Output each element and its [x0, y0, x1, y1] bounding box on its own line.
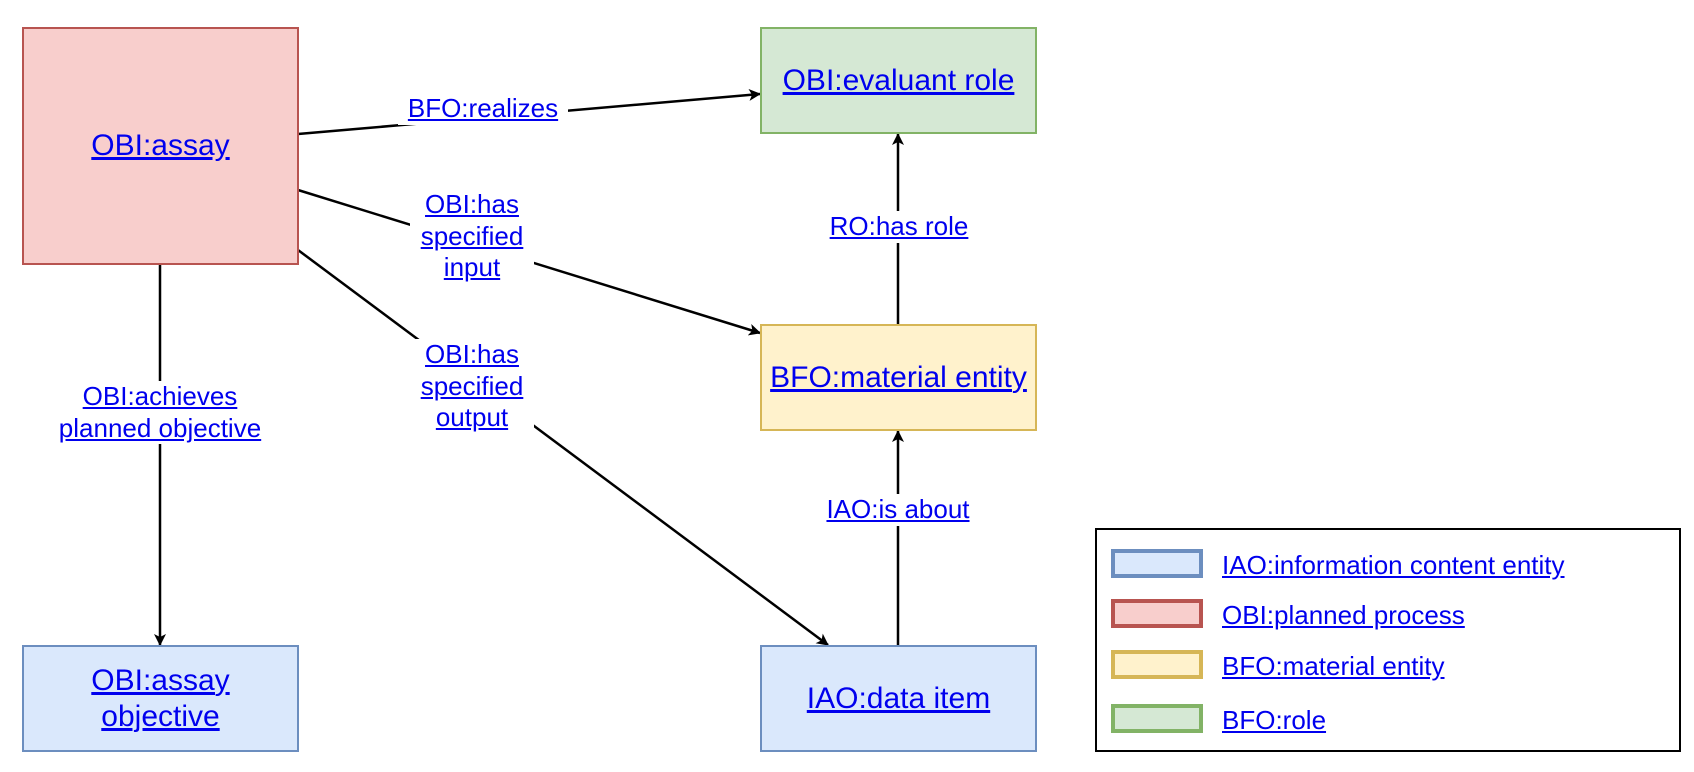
assay-objective-line1: OBI:assay: [91, 663, 230, 697]
edge-label-has-specified-output: OBI:has specified output: [410, 339, 534, 435]
legend-swatch-material: [1111, 650, 1203, 679]
input-line2: specified: [420, 220, 524, 251]
input-line1: OBI:has: [425, 189, 519, 219]
legend-label-process: OBI:planned process: [1222, 602, 1465, 628]
assay-objective-line2: objective: [101, 699, 220, 733]
legend-swatch-process: [1111, 599, 1203, 628]
legend-label-role: BFO:role: [1222, 707, 1326, 733]
has-specified-output-link[interactable]: OBI:has specified output: [421, 339, 524, 432]
legend-swatch-ice: [1111, 549, 1203, 578]
legend-swatch-role: [1111, 704, 1203, 733]
evaluant-role-link[interactable]: OBI:evaluant role: [782, 63, 1015, 97]
output-line2: specified: [420, 370, 524, 401]
node-material-entity: BFO:material entity: [760, 324, 1037, 431]
data-item-link[interactable]: IAO:data item: [806, 681, 991, 715]
achieves-planned-objective-link[interactable]: OBI:achieves planned objective: [59, 381, 261, 443]
realizes-link[interactable]: BFO:realizes: [407, 93, 559, 123]
legend-link-process[interactable]: OBI:planned process: [1222, 600, 1465, 630]
has-role-link[interactable]: RO:has role: [829, 211, 969, 241]
node-data-item: IAO:data item: [760, 645, 1037, 752]
objective-line1: OBI:achieves: [82, 381, 238, 411]
edge-label-has-role: RO:has role: [822, 211, 976, 243]
is-about-link[interactable]: IAO:is about: [826, 494, 970, 524]
legend-link-role[interactable]: BFO:role: [1222, 705, 1327, 735]
edge-label-is-about: IAO:is about: [814, 494, 982, 526]
legend: IAO:information content entity OBI:plann…: [1095, 528, 1681, 752]
edge-label-has-specified-input: OBI:has specified input: [410, 189, 534, 285]
output-line3: output: [435, 402, 509, 433]
material-entity-link[interactable]: BFO:material entity: [770, 360, 1027, 394]
legend-label-material: BFO:material entity: [1222, 653, 1445, 679]
edge-label-achieves-planned-objective: OBI:achieves planned objective: [40, 381, 280, 445]
assay-objective-link[interactable]: OBI:assay objective: [91, 663, 229, 735]
output-line1: OBI:has: [425, 339, 519, 369]
legend-link-material[interactable]: BFO:material entity: [1222, 651, 1445, 681]
assay-link[interactable]: OBI:assay: [91, 129, 230, 162]
node-evaluant-role: OBI:evaluant role: [760, 27, 1037, 134]
input-line3: input: [443, 252, 501, 283]
edge-has-specified-output: [297, 248, 829, 647]
node-assay-objective: OBI:assay objective: [22, 645, 299, 752]
objective-line2: planned objective: [58, 412, 262, 443]
edge-label-realizes: BFO:realizes: [398, 93, 568, 125]
has-specified-input-link[interactable]: OBI:has specified input: [421, 189, 524, 282]
node-assay: OBI:assay: [22, 27, 299, 265]
legend-label-ice: IAO:information content entity: [1222, 552, 1565, 578]
legend-link-ice[interactable]: IAO:information content entity: [1222, 550, 1565, 580]
